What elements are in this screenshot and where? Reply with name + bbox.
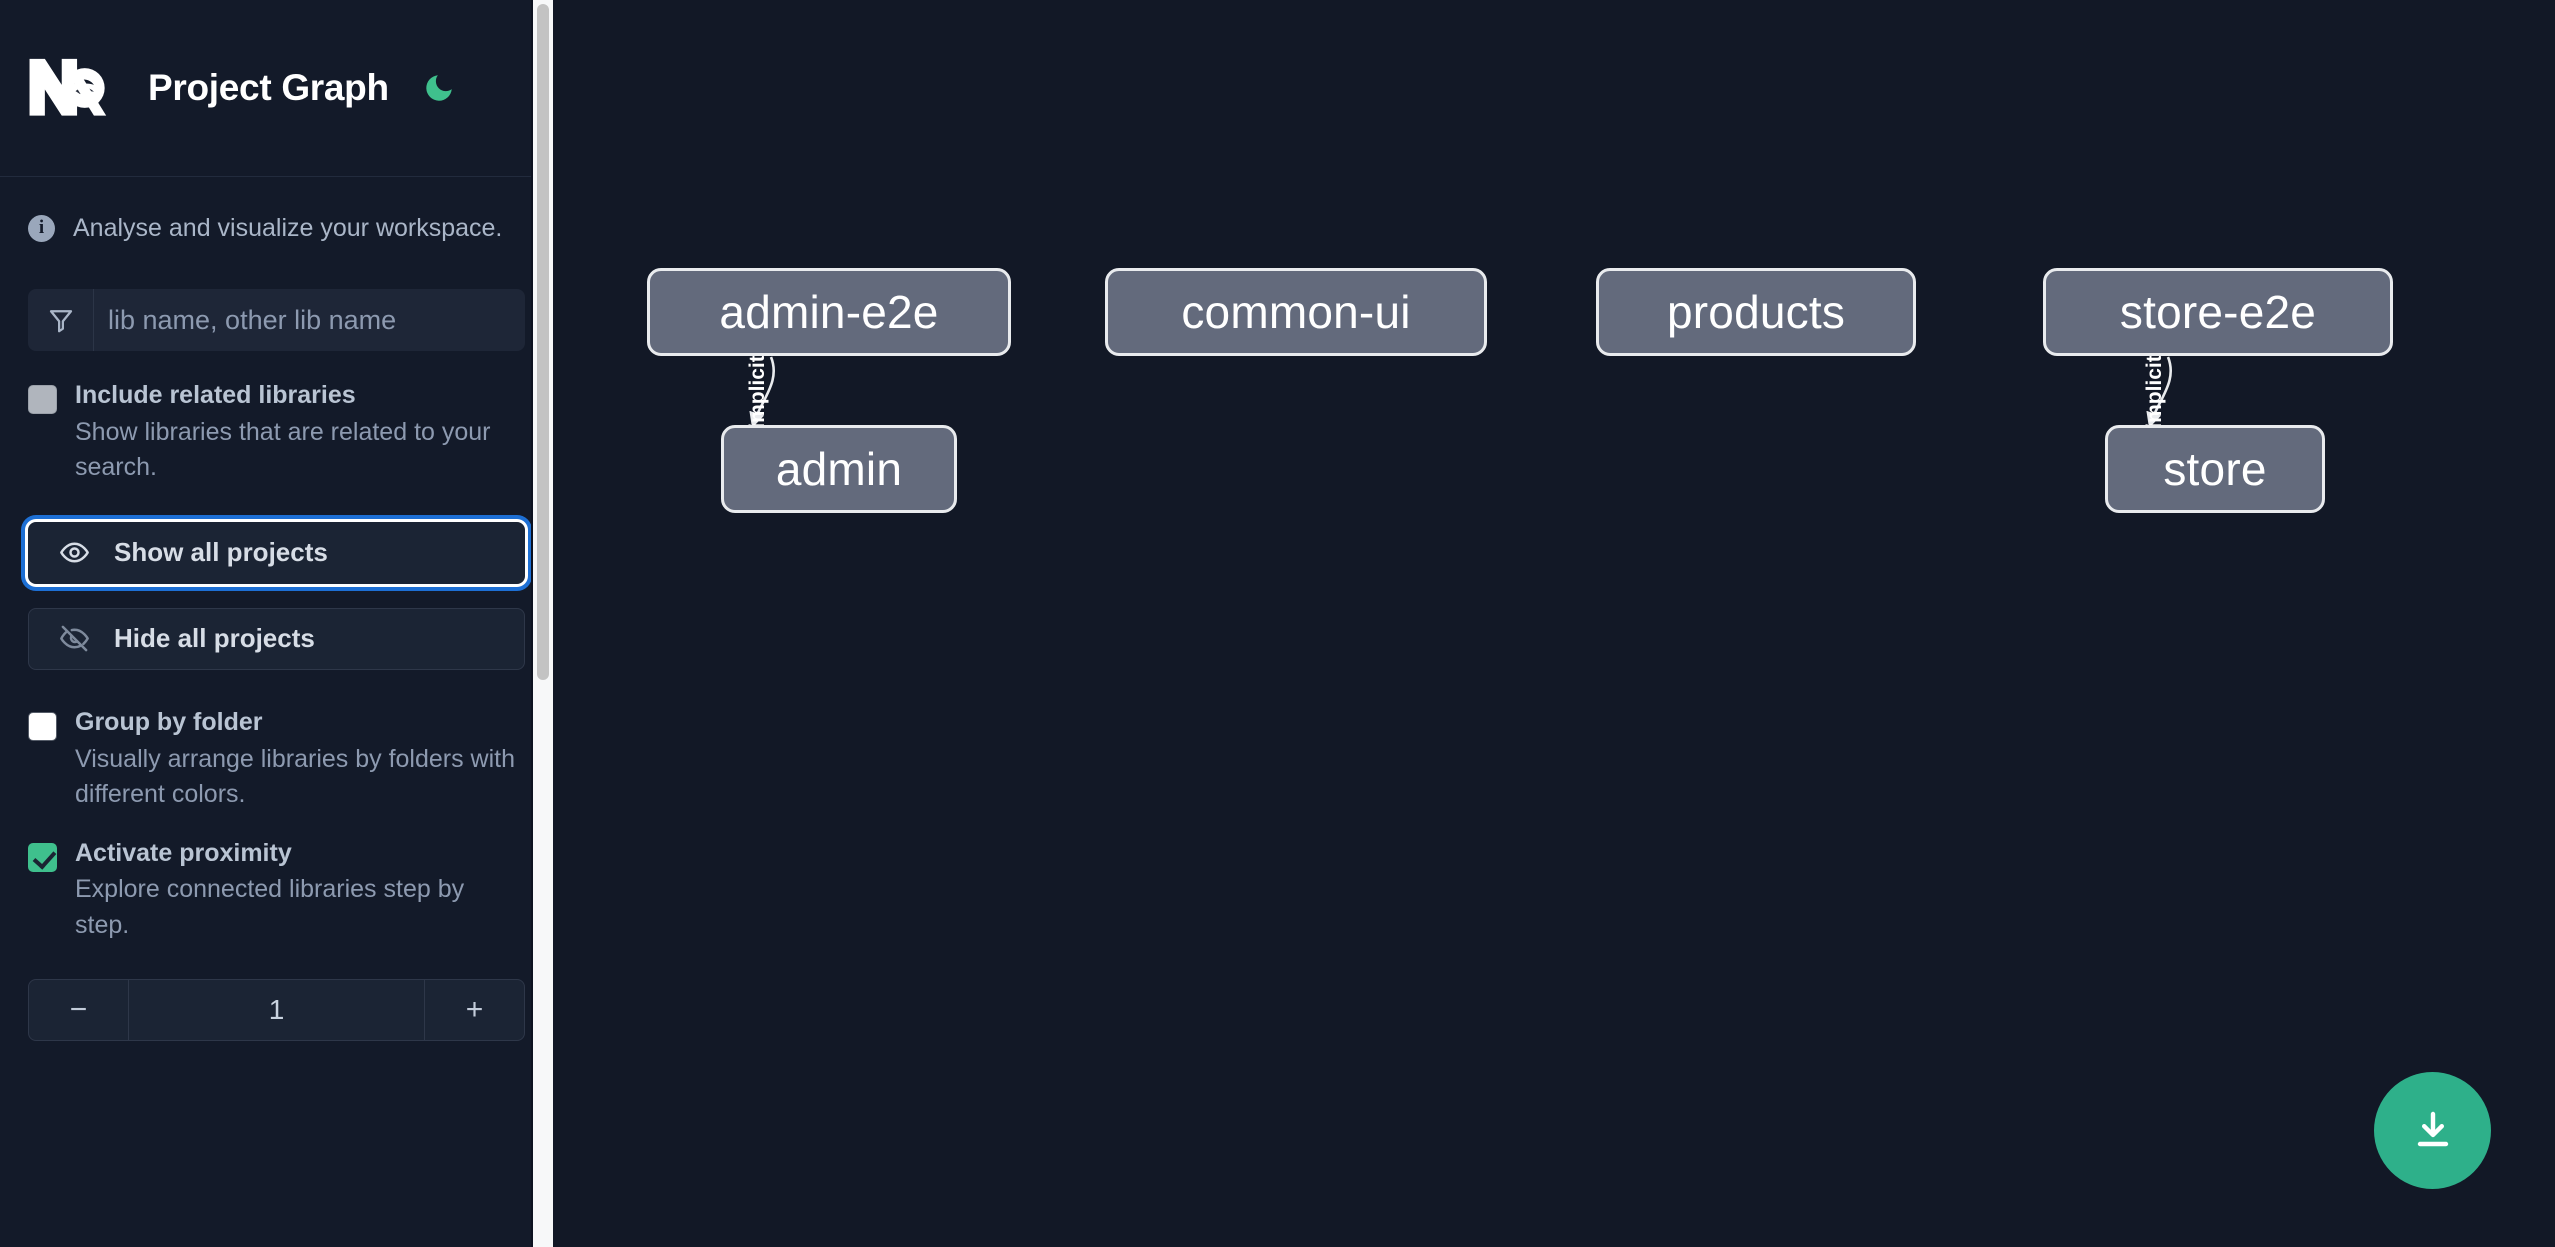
eye-icon bbox=[60, 542, 89, 563]
proximity-stepper: − 1 + bbox=[28, 979, 525, 1042]
option-group-by-folder[interactable]: Group by folder Visually arrange librari… bbox=[28, 708, 525, 813]
graph-edges bbox=[749, 356, 2172, 428]
funnel-glyph bbox=[49, 310, 72, 333]
sidebar-tagline: i Analyse and visualize your workspace. bbox=[0, 177, 553, 279]
group-by-folder-description: Visually arrange libraries by folders wi… bbox=[75, 744, 516, 809]
option-include-related-libraries[interactable]: Include related libraries Show libraries… bbox=[28, 381, 525, 486]
page-title: Project Graph bbox=[148, 67, 389, 108]
search-field-wrapper bbox=[28, 289, 525, 351]
hide-all-projects-label: Hide all projects bbox=[114, 623, 315, 654]
download-graph-button[interactable] bbox=[2374, 1072, 2491, 1189]
graph-node-store-e2e[interactable]: store-e2e bbox=[2043, 268, 2393, 356]
show-all-projects-button[interactable]: Show all projects bbox=[28, 521, 525, 584]
option-activate-proximity[interactable]: Activate proximity Explore connected lib… bbox=[28, 839, 525, 944]
edge-admin-e2e-to-admin bbox=[749, 356, 775, 428]
group-by-folder-checkbox[interactable] bbox=[28, 711, 57, 741]
include-related-libraries-description: Show libraries that are related to your … bbox=[75, 417, 491, 482]
graph-canvas[interactable]: implicit implicit admin-e2e common-ui pr… bbox=[553, 0, 2555, 1247]
eye-off-icon bbox=[60, 625, 89, 652]
graph-node-store[interactable]: store bbox=[2105, 425, 2325, 513]
sidebar-header: Project Graph bbox=[0, 0, 553, 177]
download-icon bbox=[2417, 1111, 2448, 1146]
search-input[interactable] bbox=[94, 289, 525, 351]
sidebar-divider bbox=[531, 0, 533, 1247]
edge-store-e2e-to-store bbox=[2146, 356, 2172, 428]
include-related-libraries-checkbox[interactable] bbox=[28, 385, 57, 414]
graph-node-products[interactable]: products bbox=[1596, 268, 1916, 356]
info-icon: i bbox=[28, 214, 55, 242]
proximity-increment-button[interactable]: + bbox=[424, 980, 524, 1041]
project-visibility-buttons: Show all projects Hide all projects bbox=[28, 521, 525, 670]
include-related-libraries-label: Include related libraries bbox=[75, 381, 356, 409]
sidebar-scrollbar-thumb[interactable] bbox=[537, 4, 549, 680]
show-all-projects-label: Show all projects bbox=[114, 537, 328, 568]
sidebar: Project Graph i Analyse and visualize yo… bbox=[0, 0, 553, 1247]
moon-icon[interactable] bbox=[419, 68, 459, 108]
activate-proximity-label: Activate proximity bbox=[75, 838, 292, 867]
group-by-folder-label: Group by folder bbox=[75, 707, 263, 736]
nx-logo-icon bbox=[29, 58, 107, 116]
edge-label-store: implicit bbox=[2142, 355, 2166, 429]
hide-all-projects-button[interactable]: Hide all projects bbox=[28, 607, 525, 670]
proximity-value: 1 bbox=[268, 994, 285, 1026]
sidebar-scrollbar[interactable] bbox=[533, 0, 553, 1247]
activate-proximity-description: Explore connected libraries step by step… bbox=[75, 875, 465, 939]
graph-node-admin-e2e[interactable]: admin-e2e bbox=[647, 268, 1011, 356]
activate-proximity-checkbox[interactable] bbox=[28, 842, 57, 872]
graph-node-common-ui[interactable]: common-ui bbox=[1105, 268, 1487, 356]
sidebar-body: Include related libraries Show libraries… bbox=[0, 289, 553, 1042]
graph-node-admin[interactable]: admin bbox=[721, 425, 957, 513]
proximity-decrement-button[interactable]: − bbox=[29, 980, 129, 1041]
filter-funnel-icon bbox=[28, 289, 94, 351]
edge-label-admin: implicit bbox=[745, 355, 769, 429]
tagline-text: Analyse and visualize your workspace. bbox=[73, 213, 503, 242]
moon-glyph bbox=[426, 75, 452, 101]
